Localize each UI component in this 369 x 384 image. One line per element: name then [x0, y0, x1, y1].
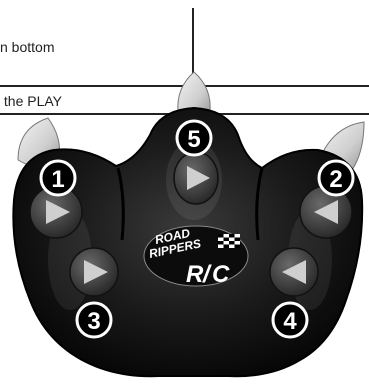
logo-letter-c: C [212, 261, 230, 288]
callout-5: 5 [177, 121, 211, 155]
callout-1-number: 1 [51, 166, 64, 193]
callout-4: 4 [273, 303, 307, 337]
button-4[interactable] [270, 248, 318, 296]
button-5[interactable] [174, 152, 218, 204]
callout-3-number: 3 [87, 308, 100, 335]
callout-1: 1 [41, 161, 75, 195]
callout-2: 2 [319, 161, 353, 195]
callout-5-number: 5 [187, 126, 200, 153]
callout-3: 3 [77, 303, 111, 337]
logo-letter-r: R [186, 261, 204, 288]
callout-4-number: 4 [283, 308, 297, 335]
callout-2-number: 2 [329, 166, 342, 193]
button-3[interactable] [70, 248, 118, 296]
